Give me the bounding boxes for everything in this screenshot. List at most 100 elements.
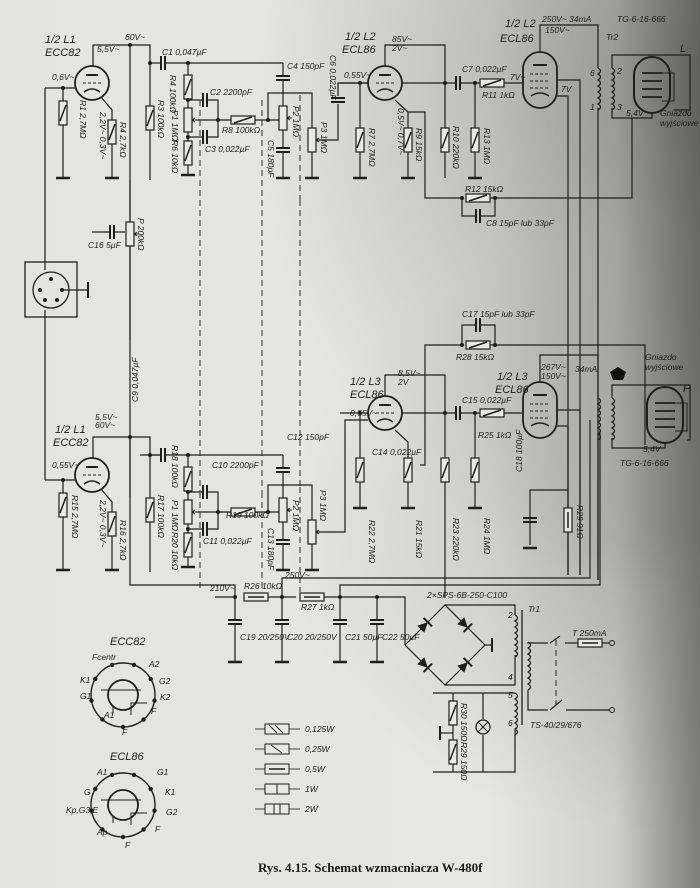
label-bottom-channel-p3: P3 1MΩ (318, 490, 328, 522)
label-top-channel-v-cath: 2,2V~ 0,3V~ (98, 111, 108, 159)
label-pinouts-ecc82-pins-3: G2 (159, 676, 171, 686)
wire (527, 642, 548, 644)
capacitor (202, 130, 208, 144)
mains-terminal (609, 707, 615, 713)
label-top-channel-c3: C3 0,022µF (205, 144, 250, 154)
resistor-hatch (482, 409, 502, 417)
label-pinouts-ecc82-pins-4: G1 (80, 691, 92, 701)
label-top-channel-v-supply: 60V~ (125, 32, 145, 42)
pin-dot (109, 662, 115, 668)
resistor (465, 193, 491, 203)
resistor-hatch (108, 515, 116, 533)
label-bottom-channel-r17: R17 100kΩ (156, 495, 166, 538)
label-bottom-channel-r22: R22 2,7MΩ (367, 520, 377, 564)
resistor (299, 592, 325, 602)
junction-dot (443, 411, 447, 415)
capacitor (455, 406, 461, 420)
capacitor (228, 619, 242, 625)
label-bottom-channel-l3b-type: ECL86 (495, 384, 530, 396)
wire (267, 484, 313, 520)
socket-pin (55, 298, 59, 302)
label-power-supply-r31: R29 150Ω (459, 742, 469, 781)
resistor (577, 638, 603, 648)
label-pinouts-ecc82-pins-8: F (151, 706, 157, 716)
legend-resistor-0 (255, 723, 300, 735)
label-bottom-channel-r20: R20 10kΩ (170, 532, 180, 571)
speaker-lead (675, 402, 688, 432)
wire (100, 96, 113, 178)
capacitor (276, 467, 290, 473)
label-top-channel-r4: R4 2,7kΩ (118, 122, 128, 158)
diode-bar (462, 622, 473, 633)
potentiometer-wiper (133, 231, 139, 237)
label-bottom-channel-out-2: wyjściowe (645, 362, 684, 372)
label-power-supply-c22: C22 50µF (382, 632, 420, 642)
potentiometer-wiper (191, 117, 197, 123)
label-power-supply-tr1: Tr1 (528, 604, 540, 614)
lamp-circle (475, 719, 491, 735)
label-top-channel-r3: R3 100kΩ (156, 100, 166, 139)
resistor (403, 127, 413, 153)
pin-dot (93, 676, 98, 682)
ecc82-pinout-diagram (89, 662, 157, 730)
wire (611, 384, 691, 441)
resistor (183, 466, 193, 492)
wire (445, 655, 516, 686)
resistor (183, 140, 193, 166)
label-top-channel-l2b-sec: 1/2 L2 (505, 18, 536, 30)
capacitor (523, 517, 537, 523)
resistor (145, 105, 155, 131)
capacitor (333, 619, 347, 625)
label-top-channel-v-spk: 5,4V (626, 108, 645, 118)
junction-dot (460, 196, 464, 200)
resistor-hatch (59, 496, 67, 514)
label-bottom-channel-v-grid: 0,55V~ (350, 408, 377, 418)
resistor-hatch (441, 131, 449, 149)
pin-dot (141, 827, 146, 832)
resistor-hatch (468, 341, 488, 349)
label-top-channel-r-top: R4 100kΩ (168, 75, 178, 114)
resistor (58, 100, 68, 126)
tube-cathode (376, 418, 394, 423)
label-bottom-channel-c10: C10 2200pF (212, 460, 260, 470)
label-top-channel-spk-type: TG-6-16-666 (617, 14, 666, 24)
label-pinouts-ecc82-pins-0: Fcentr (92, 652, 117, 662)
label-top-channel-r13: R13 1MΩ (482, 128, 492, 165)
wire (557, 425, 569, 575)
wire (207, 491, 219, 530)
capacitor (160, 448, 166, 462)
pin-dot (100, 827, 105, 832)
capacitor (275, 619, 289, 625)
label-power-supply-fuse: T 250mA (572, 628, 607, 638)
label-bottom-channel-r24: R24 1MΩ (482, 518, 492, 555)
label-bottom-channel-i-a: 34mA (575, 364, 598, 374)
wire (384, 374, 446, 598)
tube-envelope (74, 65, 110, 101)
tube-cathode (83, 88, 101, 93)
pin-dot (120, 724, 126, 730)
label-top-channel-p2: P2 1MΩ (291, 106, 301, 138)
label-bottom-channel-v-ps: 150V~ (541, 371, 566, 381)
resistor-hatch (233, 508, 253, 516)
label-top-channel-c4: C4 150pF (287, 61, 325, 71)
wire (445, 604, 516, 615)
resistor-body (183, 499, 193, 525)
transformer-winding (610, 67, 616, 111)
resistor (183, 532, 193, 558)
legend-hatch (268, 724, 278, 734)
wire (318, 104, 339, 141)
resistor-body (183, 107, 193, 133)
speaker-tube-icon (646, 386, 688, 444)
wire (92, 436, 151, 458)
label-bottom-channel-v-spk: 5,4V (643, 444, 662, 454)
wire (557, 95, 569, 575)
label-bottom-channel-c17: C17 15pF lub 33pF (462, 309, 535, 319)
resistor-hatch (404, 131, 412, 149)
label-power-supply-v-210: 210V~ (209, 583, 235, 593)
speaker-lead (662, 72, 675, 102)
potentiometer-wiper (286, 115, 292, 121)
label-top-channel-c7: C7 0,022µF (462, 64, 507, 74)
capacitor (455, 76, 461, 90)
label-top-channel-out-2: wyjściowe (660, 118, 699, 128)
resistor (355, 457, 365, 483)
